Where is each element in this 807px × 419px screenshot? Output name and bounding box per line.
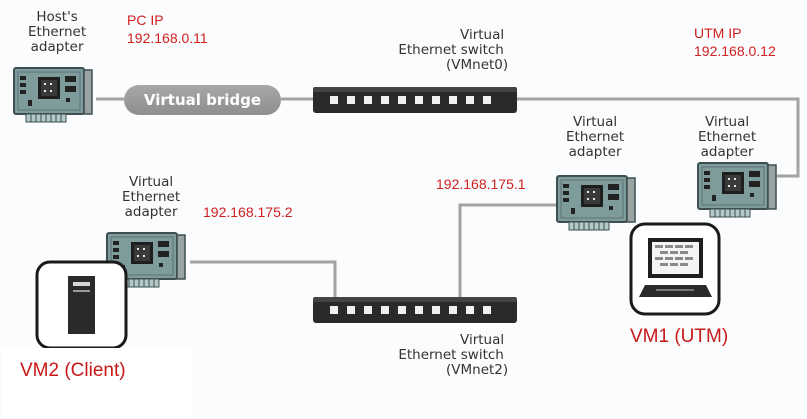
utm-ip-address: 192.168.0.12	[694, 43, 776, 59]
switch2-line2: Ethernet switch	[398, 347, 504, 363]
vm1-adapter-b-card	[697, 162, 777, 218]
switch-port	[381, 96, 389, 104]
virtual-bridge: Virtual bridge	[124, 85, 281, 115]
switch-port	[449, 306, 457, 314]
switch2-line3: (VMnet2)	[446, 362, 509, 378]
host-adapter-line1: Host's	[36, 9, 78, 25]
vm1-name: VM1 (UTM)	[630, 326, 729, 347]
host-adapter-label: Host's Ethernet adapter	[28, 10, 86, 55]
vm1-adapter-b-line1: Virtual	[705, 114, 750, 130]
host-adapter-card	[13, 67, 93, 123]
switch-port	[347, 96, 355, 104]
vm2-adapter-line1: Virtual	[129, 174, 174, 190]
vm1-inner-ip: 192.168.175.1	[436, 176, 526, 192]
switch-port	[330, 306, 338, 314]
vm2-adapter-label: Virtual Ethernet adapter	[122, 175, 180, 220]
vm1-adapter-a-card	[556, 175, 636, 231]
vm2-adapter-line3: adapter	[124, 204, 178, 220]
switch-port	[483, 96, 491, 104]
switch-port	[432, 96, 440, 104]
switch-port	[415, 96, 423, 104]
vm1-adapter-b-line2: Ethernet	[698, 129, 757, 145]
pc-ip-address: 192.168.0.11	[127, 30, 208, 46]
switch-port	[398, 96, 406, 104]
switch0-line1: Virtual	[460, 27, 505, 43]
vm2-ip: 192.168.175.2	[203, 204, 293, 220]
vm2-name: VM2 (Client)	[20, 360, 126, 381]
switch2-label: Virtual Ethernet switch (VMnet2)	[394, 333, 508, 378]
switch0-line3: (VMnet0)	[446, 57, 509, 73]
pc-ip-label: PC IP	[127, 12, 164, 28]
switch-port	[466, 306, 474, 314]
switch-port	[330, 96, 338, 104]
switch0-label: Virtual Ethernet switch (VMnet0)	[394, 28, 508, 73]
vm1-adapter-a-line3: adapter	[568, 144, 622, 160]
vm1-box	[629, 222, 721, 316]
switch-port	[483, 306, 491, 314]
switch-port	[432, 306, 440, 314]
vm2-box	[35, 260, 128, 350]
switch-port	[347, 306, 355, 314]
vm1-adapter-a-line2: Ethernet	[566, 129, 625, 145]
host-adapter-line2: Ethernet	[28, 24, 87, 40]
vm2-adapter-line2: Ethernet	[122, 189, 181, 205]
switch0-line2: Ethernet switch	[398, 42, 504, 58]
switch-port	[449, 96, 457, 104]
utm-ip-label: UTM IP	[694, 25, 742, 41]
switch2-line1: Virtual	[460, 332, 505, 348]
host-adapter-line3: adapter	[30, 39, 84, 55]
switch-port	[364, 306, 372, 314]
switch-port	[398, 306, 406, 314]
vm1-adapter-a-line1: Virtual	[573, 114, 618, 130]
vm1-adapter-a-label: Virtual Ethernet adapter	[566, 115, 624, 160]
switch-port	[415, 306, 423, 314]
switch-port	[381, 306, 389, 314]
switch-port	[466, 96, 474, 104]
switch-port	[364, 96, 372, 104]
vm1-adapter-b-line3: adapter	[700, 144, 754, 160]
vm1-adapter-b-label: Virtual Ethernet adapter	[698, 115, 756, 160]
